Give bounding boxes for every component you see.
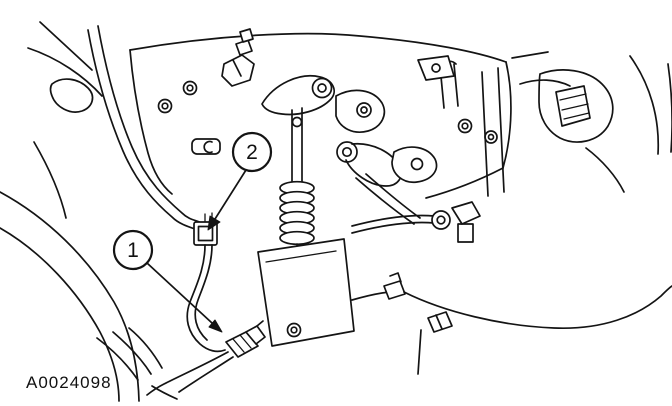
callout-2-label: 2 (246, 141, 258, 164)
bolt-icon (182, 80, 198, 96)
callout-1: 1 (112, 229, 223, 333)
bolt-icon (157, 98, 173, 114)
mounting-slot (191, 138, 221, 155)
callout-1-arrowhead-icon (208, 319, 223, 333)
coil-spring (279, 180, 315, 262)
bolt-icon (484, 130, 498, 144)
lower-cable (351, 272, 672, 375)
wiring-harness (87, 25, 266, 396)
callout-2-arrowhead-icon (207, 215, 221, 231)
callout-2: 2 (207, 131, 273, 231)
harness-connector (225, 320, 266, 358)
actuator-plate (257, 238, 355, 347)
callout-1-label: 1 (127, 239, 139, 262)
callout-1-leader (146, 262, 213, 324)
bolt-icon (457, 118, 473, 134)
figure-code: A0024098 (26, 373, 112, 392)
callout-1-circle (112, 229, 154, 271)
pivot-icon (336, 141, 358, 163)
latch-assembly (129, 28, 512, 347)
callout-2-circle (231, 131, 273, 173)
car-body-lines (0, 21, 672, 402)
callout-2-leader (214, 169, 247, 220)
release-rod (351, 214, 435, 227)
bolt-icon (286, 322, 302, 338)
